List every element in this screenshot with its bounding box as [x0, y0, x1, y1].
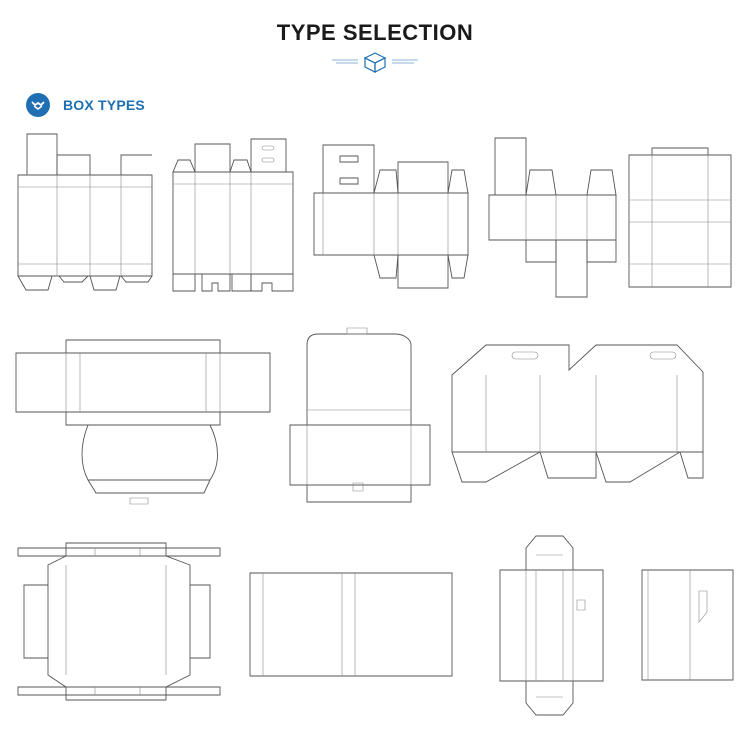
box-template-3	[314, 145, 468, 288]
box-template-6	[16, 340, 270, 504]
title-decoration	[332, 52, 418, 73]
box-template-12	[642, 570, 733, 680]
box-template-4	[489, 138, 616, 297]
box-icon	[363, 52, 387, 73]
chevron-down-icon	[31, 101, 45, 110]
section-header: BOX TYPES	[26, 93, 145, 117]
box-template-1	[18, 134, 152, 290]
section-badge	[26, 93, 50, 117]
box-template-7	[290, 328, 430, 502]
box-template-8	[452, 345, 703, 482]
box-template-9	[18, 543, 220, 700]
page-title: TYPE SELECTION	[276, 20, 474, 45]
box-template-11	[500, 536, 603, 715]
decoration-line-right	[392, 59, 418, 64]
box-template-5	[629, 148, 731, 287]
box-template-2	[173, 139, 293, 291]
section-label: BOX TYPES	[63, 97, 145, 113]
box-template-10	[250, 573, 452, 676]
decoration-line-left	[332, 59, 358, 64]
